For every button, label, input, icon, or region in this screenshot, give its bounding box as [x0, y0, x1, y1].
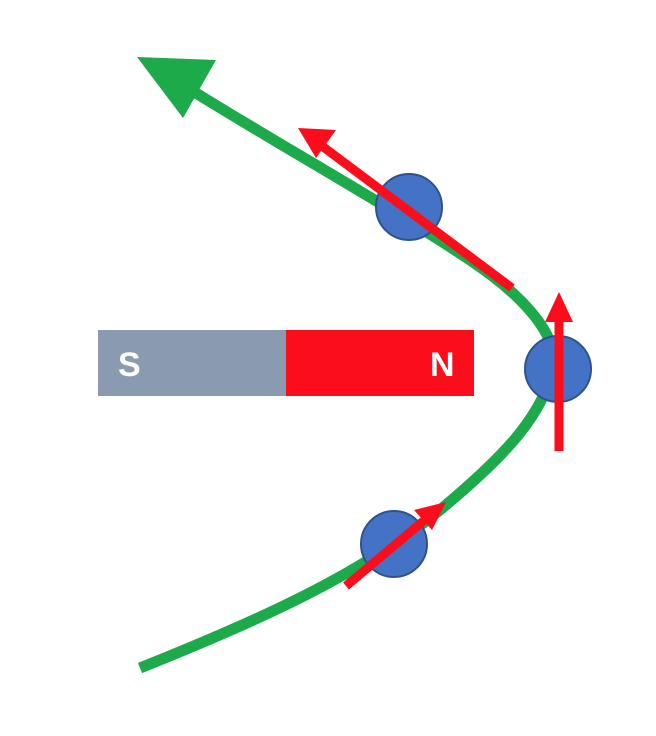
south-pole-label: S: [118, 346, 141, 384]
bar-magnet: S N: [98, 330, 474, 396]
velocity-arrows: [298, 128, 573, 590]
magnet-south-pole: [98, 330, 286, 396]
velocity-arrow-top: [298, 128, 515, 292]
velocity-arrowhead-middle: [545, 292, 573, 322]
velocity-arrow-bottom: [343, 502, 446, 590]
north-pole-label: N: [430, 346, 455, 384]
magnet-north-pole: [286, 330, 474, 396]
velocity-arrow-middle: [545, 292, 573, 451]
velocity-arrowhead-top: [298, 128, 336, 158]
trajectory-arrowhead: [137, 57, 216, 118]
velocity-arrowhead-bottom: [414, 502, 446, 530]
